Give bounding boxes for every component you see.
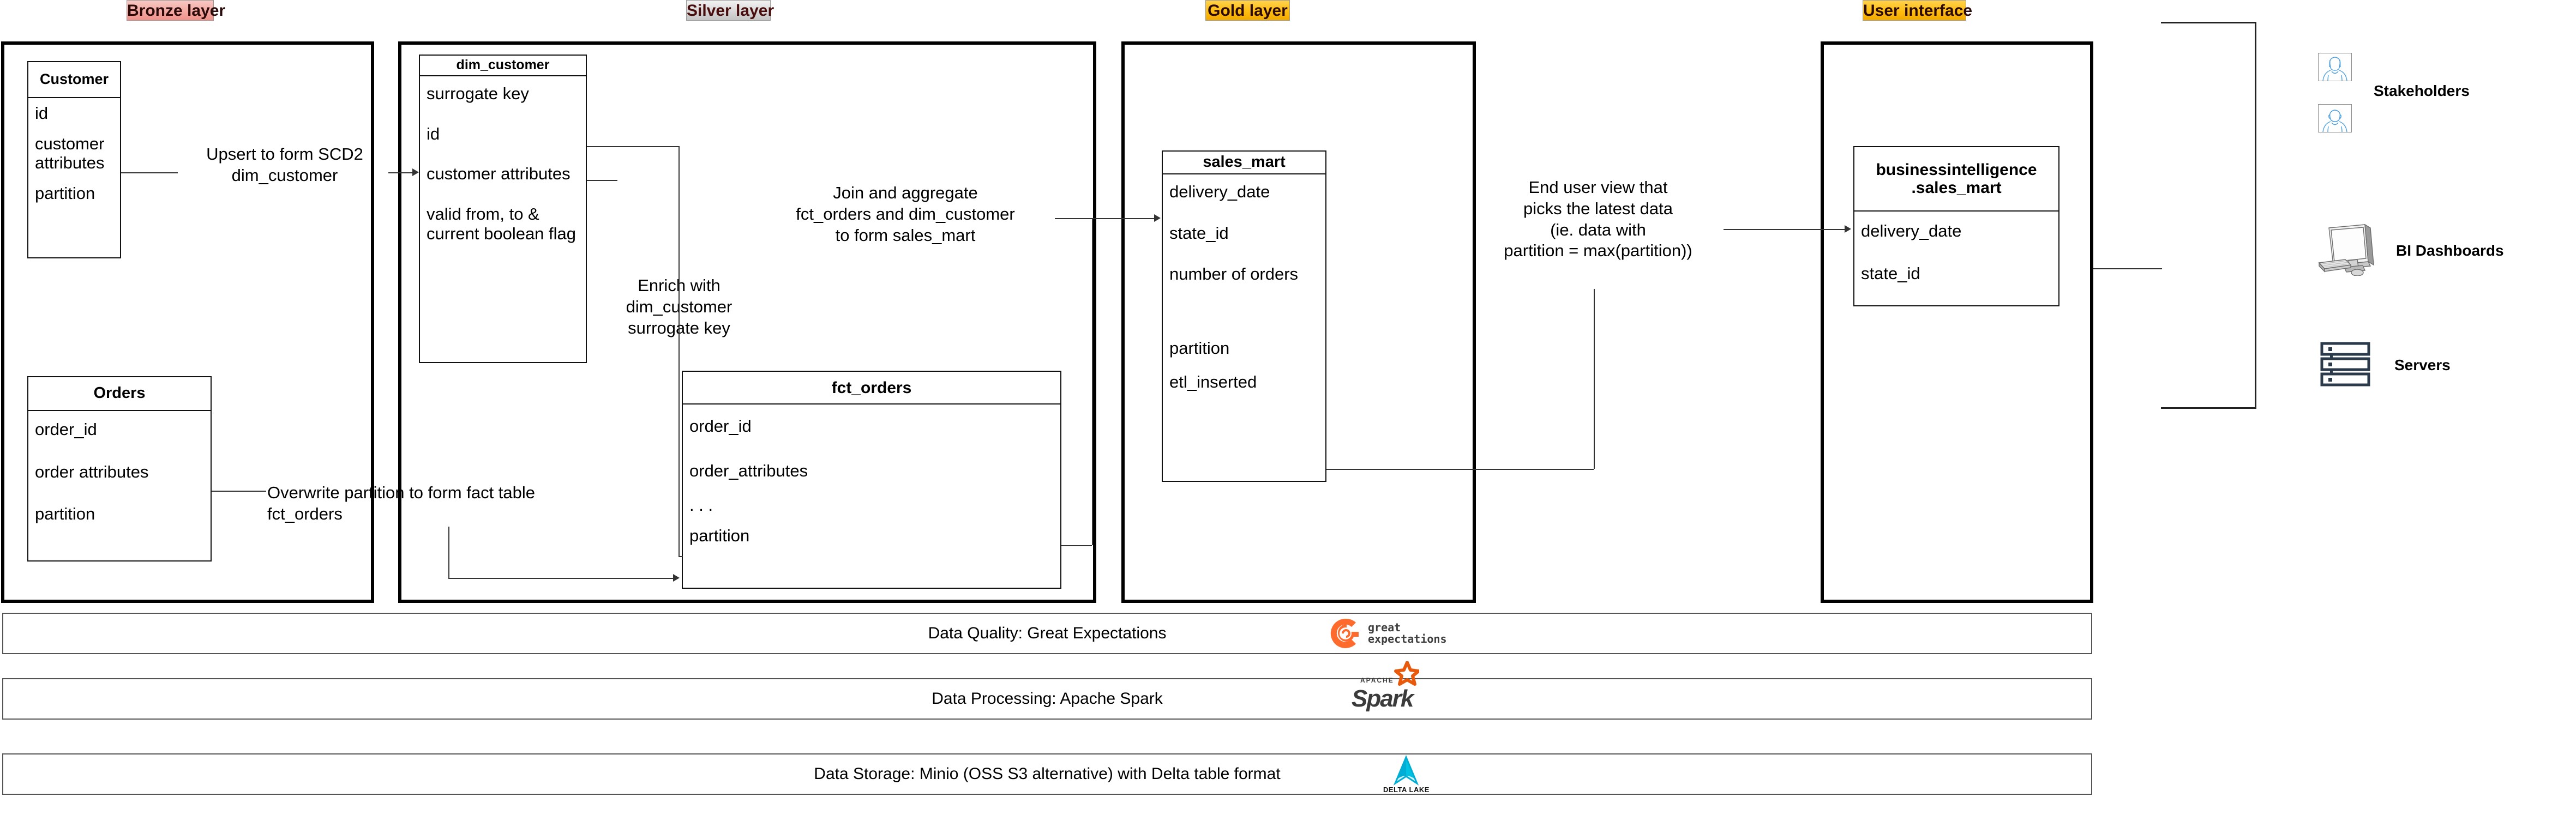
great-expectations-logo-line1: great [1368, 621, 1401, 634]
entity-sales-mart-field: number of orders [1169, 264, 1299, 284]
entity-fct-orders: fct_orders order_id order_attributes . .… [682, 371, 1061, 589]
entity-fct-orders-field-ellipsis: . . . [689, 496, 713, 515]
entity-fct-orders-field: order_attributes [689, 461, 808, 480]
connector-customer-to-dim [121, 172, 178, 173]
annotation-end-user-view: End user view that picks the latest data… [1504, 178, 1692, 261]
entity-dim-customer-title: dim_customer [420, 56, 586, 76]
entity-dim-customer-field: valid from, to & current boolean flag [427, 204, 577, 243]
layer-badge-gold-label: Gold layer [1208, 2, 1288, 20]
stack-bar-data-quality-label: Data Quality: Great Expectations [928, 624, 1167, 642]
connector-dim-enrich-vert [678, 146, 680, 556]
connector-dim-enrich-top [587, 146, 678, 147]
annotation-join-aggregate: Join and aggregate fct_orders and dim_cu… [796, 183, 1015, 245]
connector-ui-to-bracket [2093, 268, 2162, 269]
apache-spark-logo-line2: Spark [1352, 685, 1414, 712]
connector-fct-to-salesmart-stub [1061, 545, 1092, 546]
great-expectations-logo-line2: expectations [1368, 632, 1447, 645]
apache-spark-logo: APACHE Spark [1352, 661, 1419, 713]
connector-overwrite-run [448, 578, 673, 579]
entity-fct-orders-title: fct_orders [683, 372, 1060, 405]
connector-fct-to-salesmart-vert [1092, 218, 1093, 545]
layer-badge-silver: Silver layer [686, 0, 774, 21]
entity-dim-customer: dim_customer surrogate key id customer a… [419, 55, 587, 363]
consumer-stakeholders-label: Stakeholders [2374, 82, 2470, 99]
entity-sales-mart-field: etl_inserted [1169, 372, 1257, 391]
layer-badge-bronze-label: Bronze layer [127, 2, 226, 20]
entity-orders-field: order attributes [35, 462, 149, 481]
consumer-servers-label: Servers [2394, 357, 2451, 373]
connector-enduser-vert [1594, 289, 1595, 469]
entity-customer: Customer id customer attributes partitio… [27, 61, 121, 258]
delta-lake-logo: DELTA LAKE [1383, 754, 1430, 794]
layer-badge-silver-label: Silver layer [687, 2, 774, 20]
entity-sales-mart-title: sales_mart [1163, 152, 1325, 174]
stack-bar-data-storage: Data Storage: Minio (OSS S3 alternative)… [2, 753, 2092, 795]
user-avatar-icon [2318, 104, 2352, 132]
entity-sales-mart-field: delivery_date [1169, 182, 1270, 201]
entity-customer-title: Customer [28, 62, 120, 98]
connector-arrow-dim-customer [412, 168, 419, 176]
entity-sales-mart: sales_mart delivery_date state_id number… [1162, 150, 1326, 482]
entity-sales-mart-field: partition [1169, 338, 1230, 358]
user-interface-layer-container [1821, 41, 2093, 603]
server-rack-icon [2319, 341, 2373, 390]
desktop-monitor-icon [2317, 224, 2374, 279]
connector-arrow-bi-sales-mart [1845, 225, 1851, 233]
user-avatar-icon [2318, 53, 2352, 81]
stack-bar-data-storage-label: Data Storage: Minio (OSS S3 alternative)… [814, 765, 1281, 783]
connector-arrow-fct-orders [673, 574, 680, 582]
stack-bar-data-processing-label: Data Processing: Apache Spark [932, 690, 1163, 708]
entity-customer-field: customer attributes [35, 134, 105, 173]
entity-dim-customer-field: customer attributes [427, 164, 571, 184]
layer-badge-bronze: Bronze layer [127, 0, 225, 21]
connector-enduser-to-bi [1724, 229, 1845, 230]
consumer-servers: Servers [2319, 338, 2548, 393]
entity-bi-sales-mart-field: delivery_date [1861, 221, 1962, 240]
entity-orders-field: partition [35, 504, 95, 524]
connector-overwrite-drop [448, 527, 449, 578]
consumers-bracket [2161, 22, 2256, 409]
layer-badge-user-interface: User interface [1863, 0, 1972, 21]
annotation-upsert: Upsert to form SCD2 dim_customer [206, 144, 363, 185]
consumer-stakeholders: Stakeholders [2318, 27, 2553, 158]
connector-salesmart-out [1326, 469, 1594, 470]
stack-bar-data-quality: Data Quality: Great Expectations great e… [2, 613, 2092, 654]
entity-dim-customer-field: id [427, 124, 440, 143]
entity-customer-field: id [35, 104, 49, 123]
entity-orders-title: Orders [28, 377, 211, 411]
delta-lake-logo-line2: DELTA LAKE [1383, 785, 1430, 794]
entity-dim-customer-field: surrogate key [427, 84, 529, 103]
connector-upsert-to-dim [388, 172, 413, 173]
consumer-bi-dashboards-label: BI Dashboards [2396, 242, 2504, 259]
connector-join-to-salesmart [1055, 218, 1154, 219]
connector-dim-enrich-bottom [678, 556, 683, 557]
entity-bi-sales-mart: businessintelligence .sales_mart deliver… [1853, 146, 2059, 306]
apache-spark-logo-line1: APACHE [1360, 677, 1394, 684]
entity-bi-sales-mart-title: businessintelligence .sales_mart [1854, 147, 2058, 212]
great-expectations-logo: great expectations [1329, 617, 1447, 650]
entity-orders: Orders order_id order attributes partiti… [27, 376, 212, 562]
entity-orders-field: order_id [35, 420, 97, 439]
layer-badge-user-interface-label: User interface [1863, 2, 1973, 20]
connector-arrow-sales-mart [1154, 214, 1161, 222]
consumer-bi-dashboards: BI Dashboards [2317, 218, 2568, 283]
entity-sales-mart-field: state_id [1169, 223, 1229, 243]
connector-dim-to-join [587, 180, 617, 181]
layer-badge-gold: Gold layer [1205, 0, 1290, 21]
connector-orders-stub [212, 491, 266, 492]
entity-customer-field: partition [35, 183, 95, 203]
entity-fct-orders-field: order_id [689, 416, 752, 436]
annotation-overwrite: Overwrite partition to form fact table f… [267, 483, 536, 523]
entity-bi-sales-mart-field: state_id [1861, 263, 1920, 283]
entity-fct-orders-field: partition [689, 526, 750, 545]
stack-bar-data-processing: Data Processing: Apache Spark APACHE Spa… [2, 661, 2092, 720]
